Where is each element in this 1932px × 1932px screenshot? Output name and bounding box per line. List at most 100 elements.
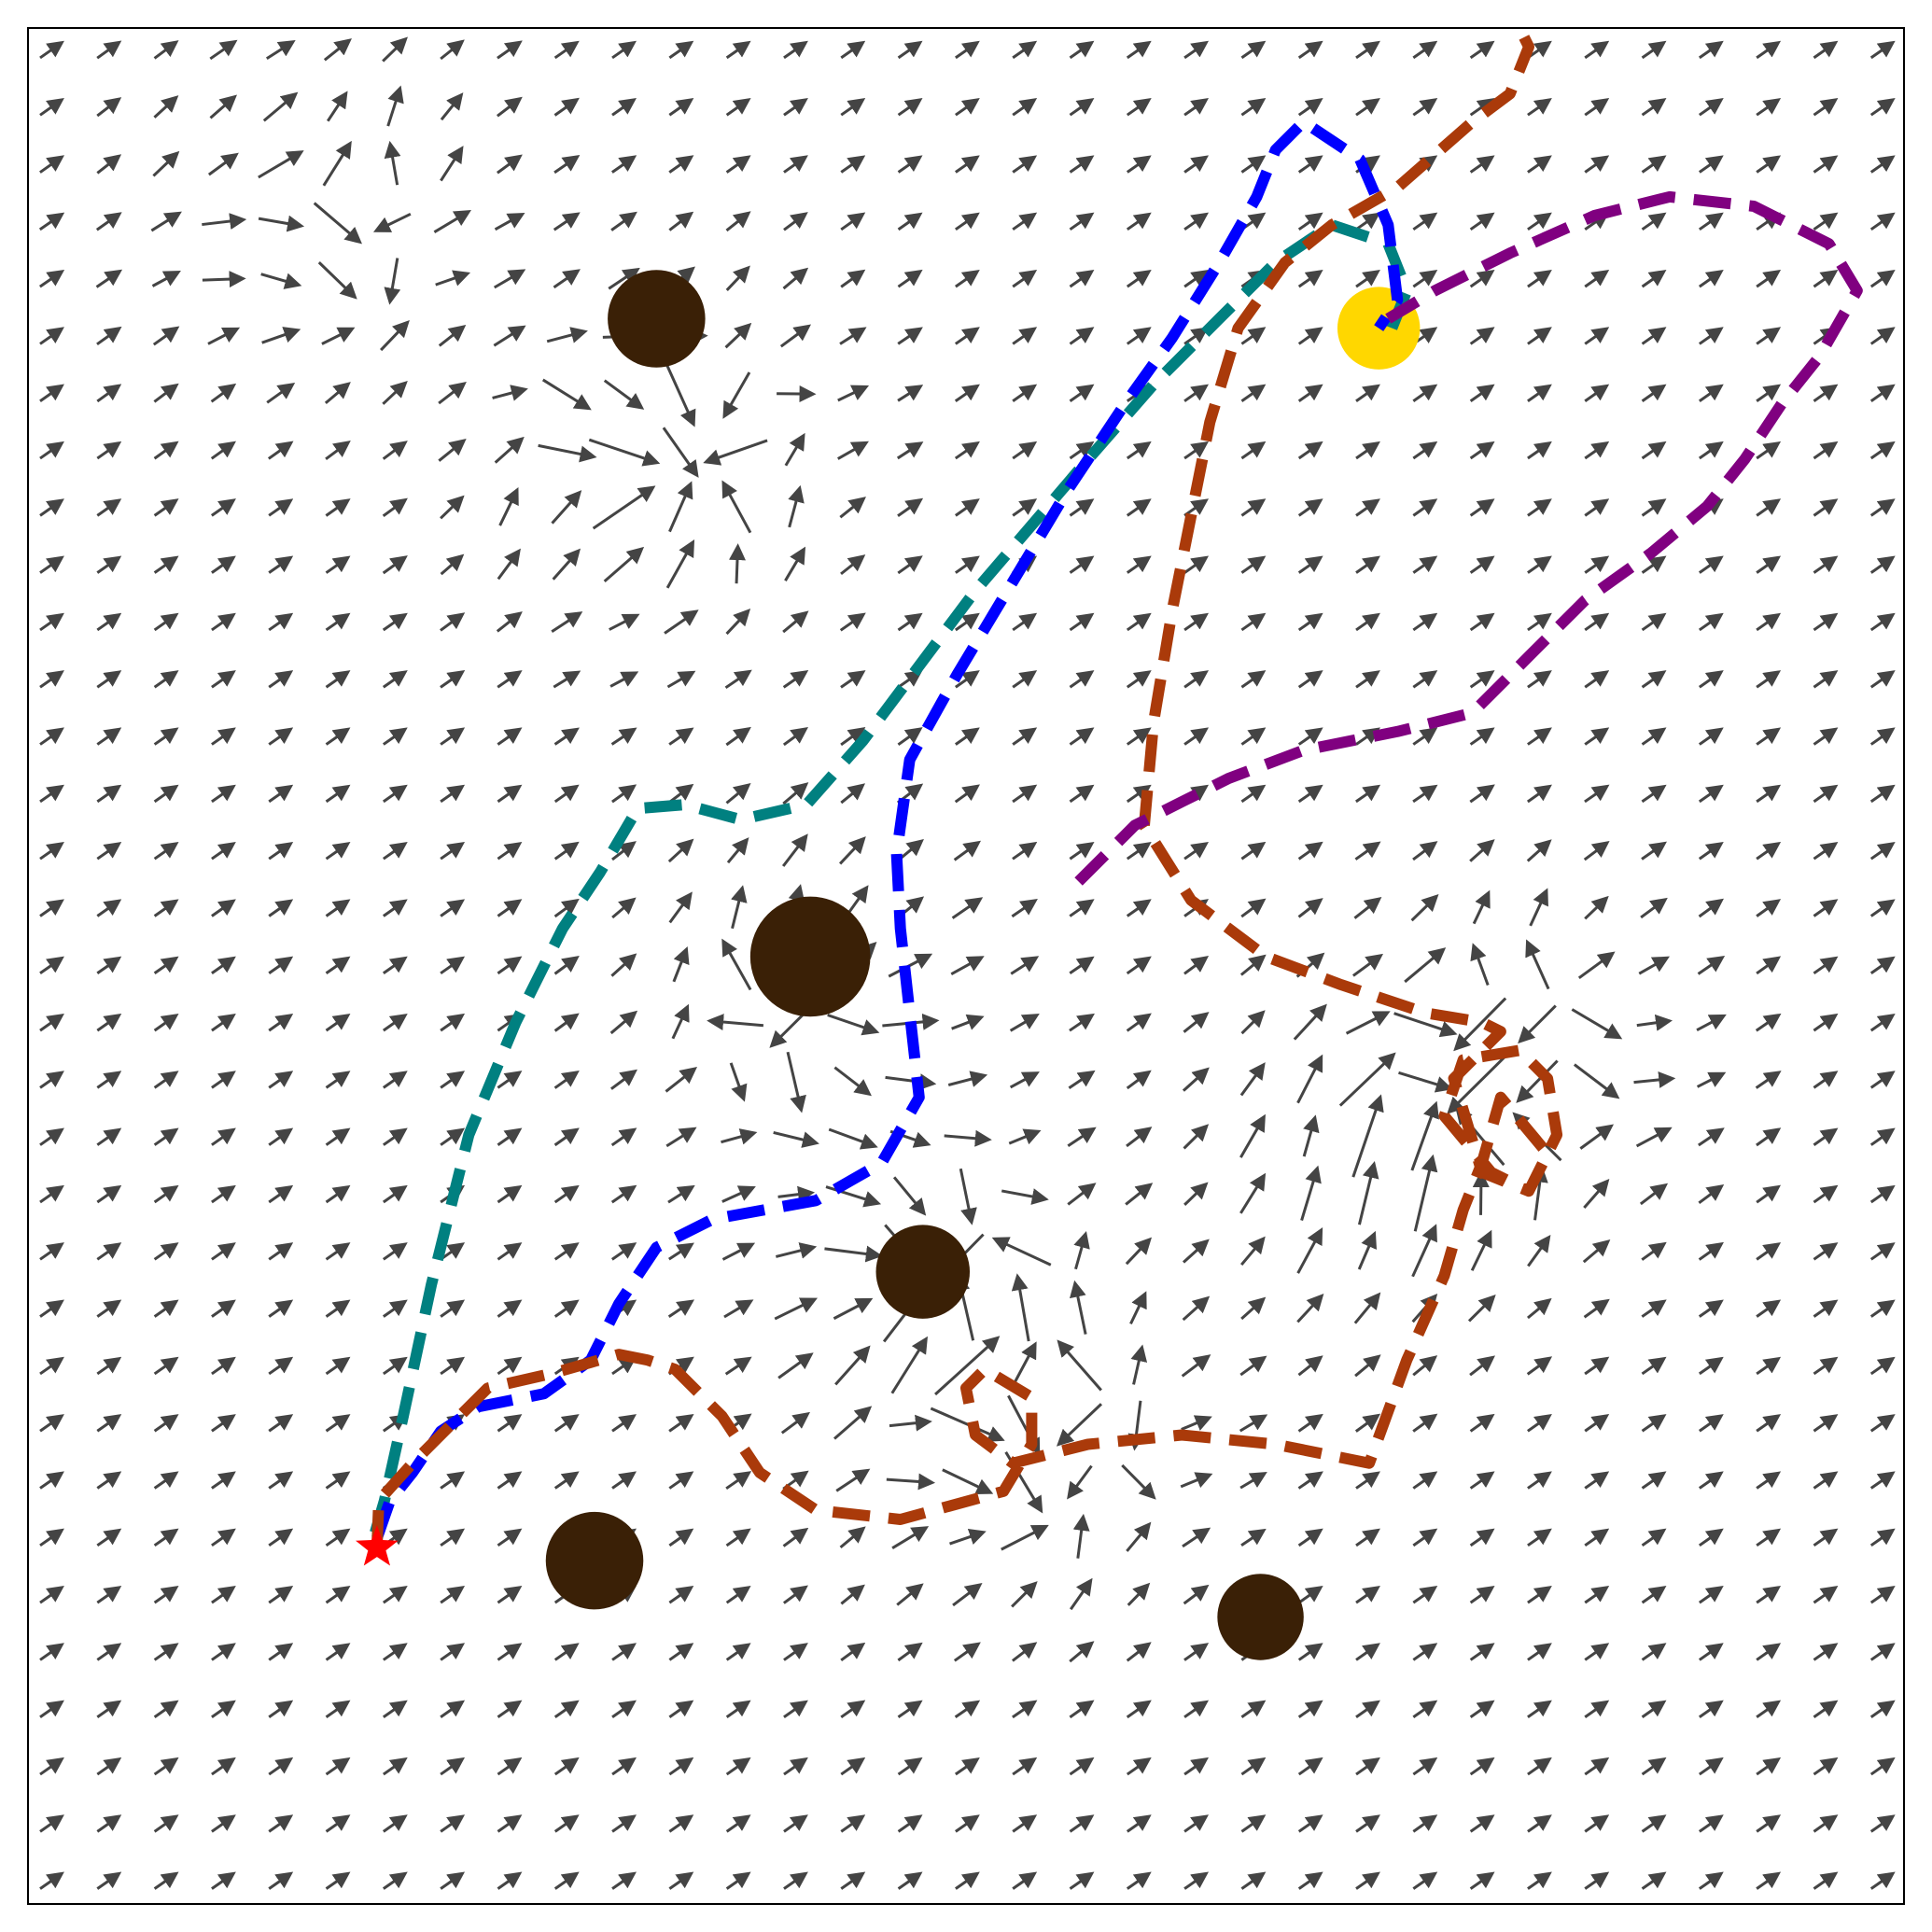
field-arrow bbox=[553, 155, 581, 175]
field-arrow bbox=[1584, 1356, 1610, 1376]
field-arrow bbox=[497, 1643, 523, 1661]
field-arrow bbox=[1813, 441, 1839, 460]
field-arrow bbox=[546, 327, 588, 343]
field-arrow bbox=[1698, 727, 1724, 746]
field-arrow bbox=[1640, 897, 1668, 919]
field-arrow bbox=[153, 441, 179, 460]
field-arrow bbox=[1412, 1700, 1438, 1718]
field-arrow bbox=[1069, 441, 1095, 460]
field-arrow bbox=[325, 670, 351, 689]
field-arrow bbox=[1410, 1100, 1439, 1171]
field-arrow bbox=[1297, 498, 1323, 517]
field-arrow bbox=[782, 1585, 808, 1604]
field-arrow bbox=[1813, 1184, 1839, 1204]
field-arrow bbox=[497, 1184, 523, 1204]
field-arrow bbox=[553, 1299, 580, 1318]
field-arrow bbox=[313, 202, 362, 245]
field-arrow bbox=[440, 1471, 466, 1490]
field-arrow bbox=[325, 1013, 351, 1032]
field-arrow bbox=[955, 212, 980, 231]
field-arrow bbox=[611, 1700, 637, 1718]
field-arrow bbox=[609, 671, 639, 688]
field-arrow bbox=[1584, 441, 1610, 460]
field-arrow bbox=[152, 326, 180, 346]
field-arrow bbox=[611, 155, 637, 174]
field-arrow bbox=[1180, 1472, 1213, 1489]
field-arrow bbox=[1355, 1528, 1380, 1547]
field-arrow bbox=[1183, 327, 1210, 345]
field-arrow bbox=[268, 1643, 294, 1661]
field-arrow bbox=[1239, 1355, 1267, 1377]
field-arrow bbox=[1584, 1814, 1610, 1833]
field-arrow bbox=[96, 97, 122, 118]
field-arrow bbox=[497, 40, 523, 60]
field-arrow bbox=[1869, 670, 1896, 689]
field-arrow bbox=[1756, 1871, 1782, 1890]
field-arrow bbox=[1412, 212, 1438, 231]
field-arrow bbox=[553, 1871, 580, 1890]
field-arrow bbox=[438, 439, 467, 462]
field-arrow bbox=[268, 1414, 294, 1433]
field-arrow bbox=[955, 155, 980, 174]
field-arrow bbox=[1069, 841, 1095, 861]
field-arrow bbox=[1297, 1471, 1323, 1490]
field-arrow bbox=[553, 1471, 580, 1490]
field-arrow bbox=[382, 1643, 408, 1661]
field-arrow bbox=[1756, 1643, 1782, 1661]
field-arrow bbox=[38, 270, 65, 288]
field-arrow bbox=[440, 670, 466, 689]
field-arrow bbox=[153, 40, 179, 60]
field-arrow bbox=[611, 897, 637, 919]
field-arrow bbox=[325, 1127, 351, 1146]
field-arrow bbox=[39, 1013, 64, 1032]
field-arrow bbox=[1240, 898, 1267, 918]
field-arrow bbox=[1126, 1521, 1152, 1552]
field-arrow bbox=[325, 899, 351, 917]
field-arrow bbox=[1126, 1814, 1152, 1833]
field-arrow bbox=[1183, 269, 1210, 288]
field-arrow bbox=[1469, 1757, 1495, 1776]
field-arrow bbox=[153, 612, 179, 632]
field-arrow bbox=[1469, 212, 1495, 231]
field-arrow bbox=[96, 1242, 122, 1261]
field-arrow bbox=[1869, 899, 1896, 917]
field-arrow bbox=[382, 1700, 408, 1718]
field-arrow bbox=[1126, 784, 1152, 804]
field-arrow bbox=[1183, 1643, 1210, 1661]
field-arrow bbox=[707, 1014, 764, 1030]
field-arrow bbox=[610, 1184, 637, 1204]
field-arrow bbox=[1869, 441, 1896, 460]
field-arrow bbox=[96, 956, 122, 975]
field-arrow bbox=[211, 727, 236, 746]
field-arrow bbox=[440, 1013, 466, 1032]
field-arrow bbox=[777, 1185, 816, 1203]
field-arrow bbox=[1069, 1871, 1095, 1890]
field-arrow bbox=[1469, 269, 1495, 288]
field-arrow bbox=[1182, 1527, 1211, 1548]
field-arrow bbox=[1869, 155, 1896, 174]
field-arrow bbox=[774, 1297, 818, 1321]
field-arrow bbox=[1813, 1471, 1839, 1490]
field-arrow bbox=[1126, 1642, 1152, 1662]
field-arrow bbox=[153, 784, 179, 804]
field-arrow bbox=[1297, 1355, 1323, 1377]
field-arrow bbox=[1526, 1356, 1553, 1376]
field-arrow bbox=[1240, 612, 1267, 632]
field-arrow bbox=[610, 1242, 637, 1261]
field-arrow bbox=[1756, 498, 1782, 517]
field-arrow bbox=[1869, 842, 1896, 861]
field-arrow bbox=[1869, 1814, 1896, 1833]
field-arrow bbox=[1183, 727, 1210, 746]
field-arrow bbox=[1467, 1295, 1496, 1323]
field-arrow bbox=[1584, 670, 1610, 689]
field-arrow bbox=[1412, 40, 1438, 60]
field-arrow bbox=[1469, 98, 1495, 117]
field-arrow bbox=[1469, 727, 1495, 746]
field-arrow bbox=[494, 436, 525, 464]
field-arrow bbox=[1069, 327, 1095, 345]
field-arrow bbox=[1813, 1757, 1839, 1776]
field-arrow bbox=[497, 1356, 523, 1376]
field-arrow bbox=[1240, 784, 1267, 804]
field-arrow bbox=[153, 1757, 179, 1776]
field-arrow bbox=[1526, 839, 1552, 862]
